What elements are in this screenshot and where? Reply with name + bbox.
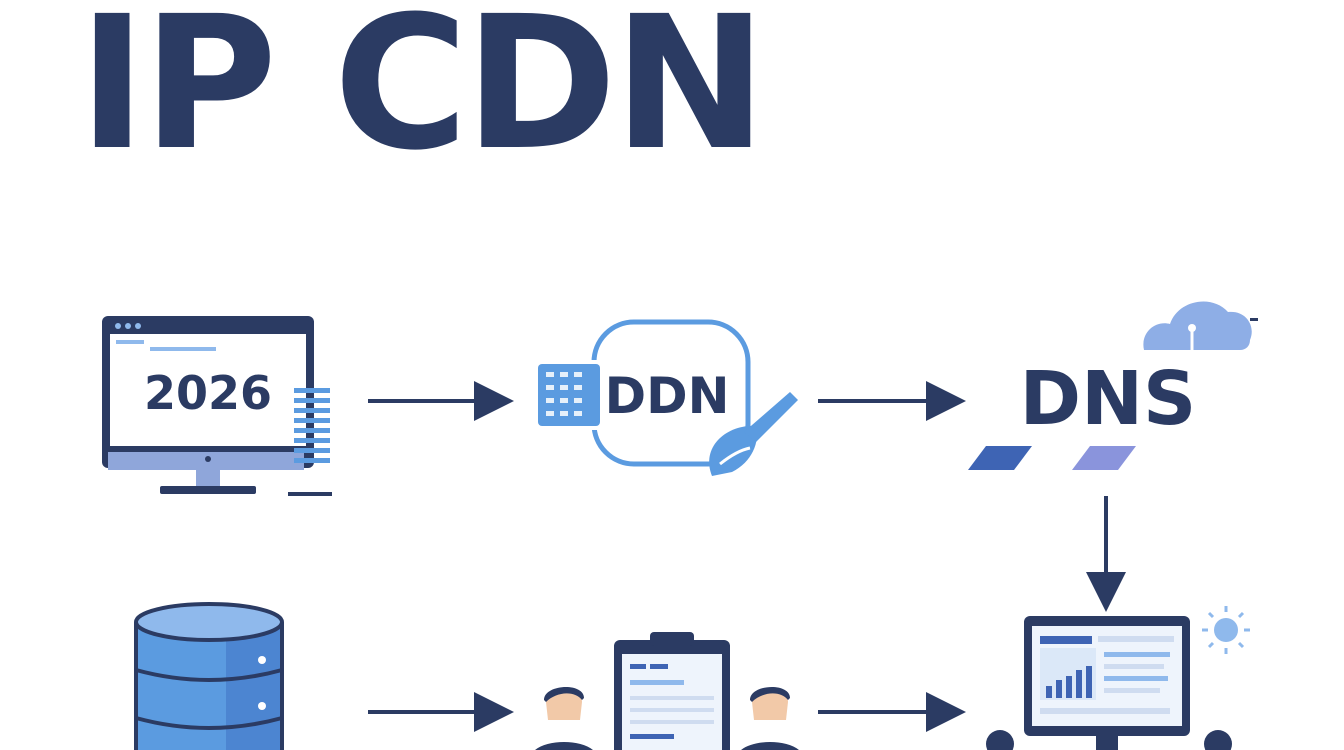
dns-underline-left xyxy=(968,446,1032,470)
page-title: IP CDN xyxy=(78,0,767,191)
dns-label: DNS xyxy=(1020,356,1197,442)
ddn-label: DDN xyxy=(605,367,730,425)
database-icon xyxy=(134,602,284,750)
ddn-bubble-icon: DDN xyxy=(538,319,798,476)
cloud-icon xyxy=(1143,301,1258,350)
sun-icon xyxy=(1202,606,1250,654)
dashboard-monitor-icon xyxy=(1024,616,1190,750)
clipboard-icon xyxy=(614,632,730,750)
monitor-icon: 2026 xyxy=(102,316,332,496)
person-right-icon xyxy=(741,686,799,750)
people-silhouettes-icon xyxy=(986,730,1232,750)
monitor-label: 2026 xyxy=(144,366,272,420)
dns-underline-right xyxy=(1072,446,1136,470)
server-rack-stripes-icon xyxy=(294,388,330,463)
person-left-icon xyxy=(535,686,593,750)
